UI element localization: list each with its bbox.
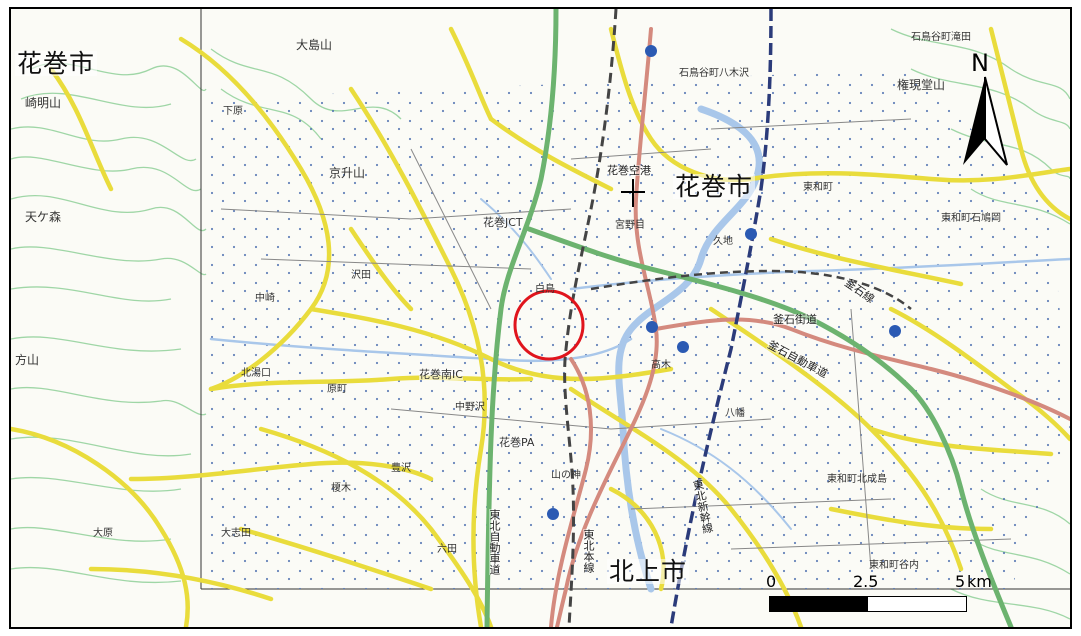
rivers <box>209 105 1070 593</box>
scale-segment-white <box>867 596 967 612</box>
label-haramachi: 原町 <box>327 384 347 395</box>
label-ishidoriya-yagisawa: 石鳥谷町八木沢 <box>679 68 749 79</box>
mount-label-amagamori: 天ケ森 <box>25 210 62 224</box>
label-rokuta: 六田 <box>437 544 457 555</box>
scale-tick-0: 0 <box>766 572 777 591</box>
location-marker-circle <box>513 289 585 361</box>
label-hanamaki-jct: 花巻JCT <box>483 216 523 229</box>
mount-label-katayama: 方山 <box>15 353 40 367</box>
railways <box>563 9 912 627</box>
label-towa-town: 東和町 <box>803 182 833 193</box>
label-ohara: 大原 <box>93 528 113 539</box>
label-hanamaki-pa: 花巻PA <box>499 436 535 449</box>
north-label: N <box>971 49 989 77</box>
major-roads <box>11 26 1070 627</box>
north-arrow-icon <box>963 76 1008 166</box>
label-sawada: 沢田 <box>351 270 371 281</box>
label-towa-ishihatoya: 東和町石鳩岡 <box>941 213 1001 224</box>
label-shimohara: 下原 <box>223 106 243 117</box>
label-airport: 花巻空港 <box>607 164 651 177</box>
lowland-fill <box>211 69 1070 589</box>
mount-label-kyomasu: 京升山 <box>329 166 366 180</box>
label-kamaishi-road: 釜石街道 <box>773 313 817 326</box>
label-toyosawa: 豊沢 <box>391 463 411 474</box>
city-label-kitakami: 北上市 <box>607 557 690 586</box>
label-enoki: 榎木 <box>331 483 351 494</box>
label-hachiman: 八幡 <box>725 408 745 419</box>
expressways <box>484 9 1014 627</box>
scale-unit: km <box>967 572 992 591</box>
route-shields <box>547 45 901 520</box>
label-taishido: 大志田 <box>221 528 251 539</box>
mount-label-left-hill: 崎明山 <box>25 96 62 110</box>
topographic-map[interactable]: 花巻市 花巻市 北上市 大島山 京升山 権現堂山 天ケ森 方山 崎明山 花巻空港… <box>9 7 1072 629</box>
label-towa-kitanaru: 東和町北成島 <box>827 474 887 485</box>
label-kuji: 久地 <box>713 236 733 247</box>
local-roads <box>220 118 1012 570</box>
airport-icon <box>621 179 645 207</box>
label-nakanosawa: 中野沢 <box>455 402 485 413</box>
label-nakazaki: 中崎 <box>255 293 275 304</box>
map-canvas <box>11 9 1070 627</box>
label-hanamaki-south-ic: 花巻南IC <box>419 368 463 381</box>
scale-tick-mid: 2.5 <box>853 572 879 591</box>
label-ishidoriya-takita: 石鳥谷町滝田 <box>911 32 971 43</box>
scale-segment-black <box>769 596 869 612</box>
mount-label-gongen: 権現堂山 <box>897 78 946 92</box>
label-yamanokami: 山の神 <box>551 470 581 481</box>
label-shiratori: 白鳥 <box>535 284 555 295</box>
label-takagi: 高木 <box>651 360 671 371</box>
label-kitayushima: 北湯口 <box>241 368 271 379</box>
label-miyanome: 宮野目 <box>615 220 645 231</box>
scale-tick-end: 5 <box>955 572 966 591</box>
scale-bar: 0 2.5 5 km <box>766 572 992 617</box>
city-label-hanamaki-left: 花巻市 <box>15 49 98 78</box>
label-tohoku-expressway: 東北自動車道 <box>488 509 501 575</box>
label-towa-tanise: 東和町谷内 <box>869 560 919 571</box>
mount-label-oshiyama: 大島山 <box>296 38 333 52</box>
label-tohoku-honsen: 東北本線 <box>582 529 595 573</box>
city-label-hanamaki-center: 花巻市 <box>673 172 756 201</box>
